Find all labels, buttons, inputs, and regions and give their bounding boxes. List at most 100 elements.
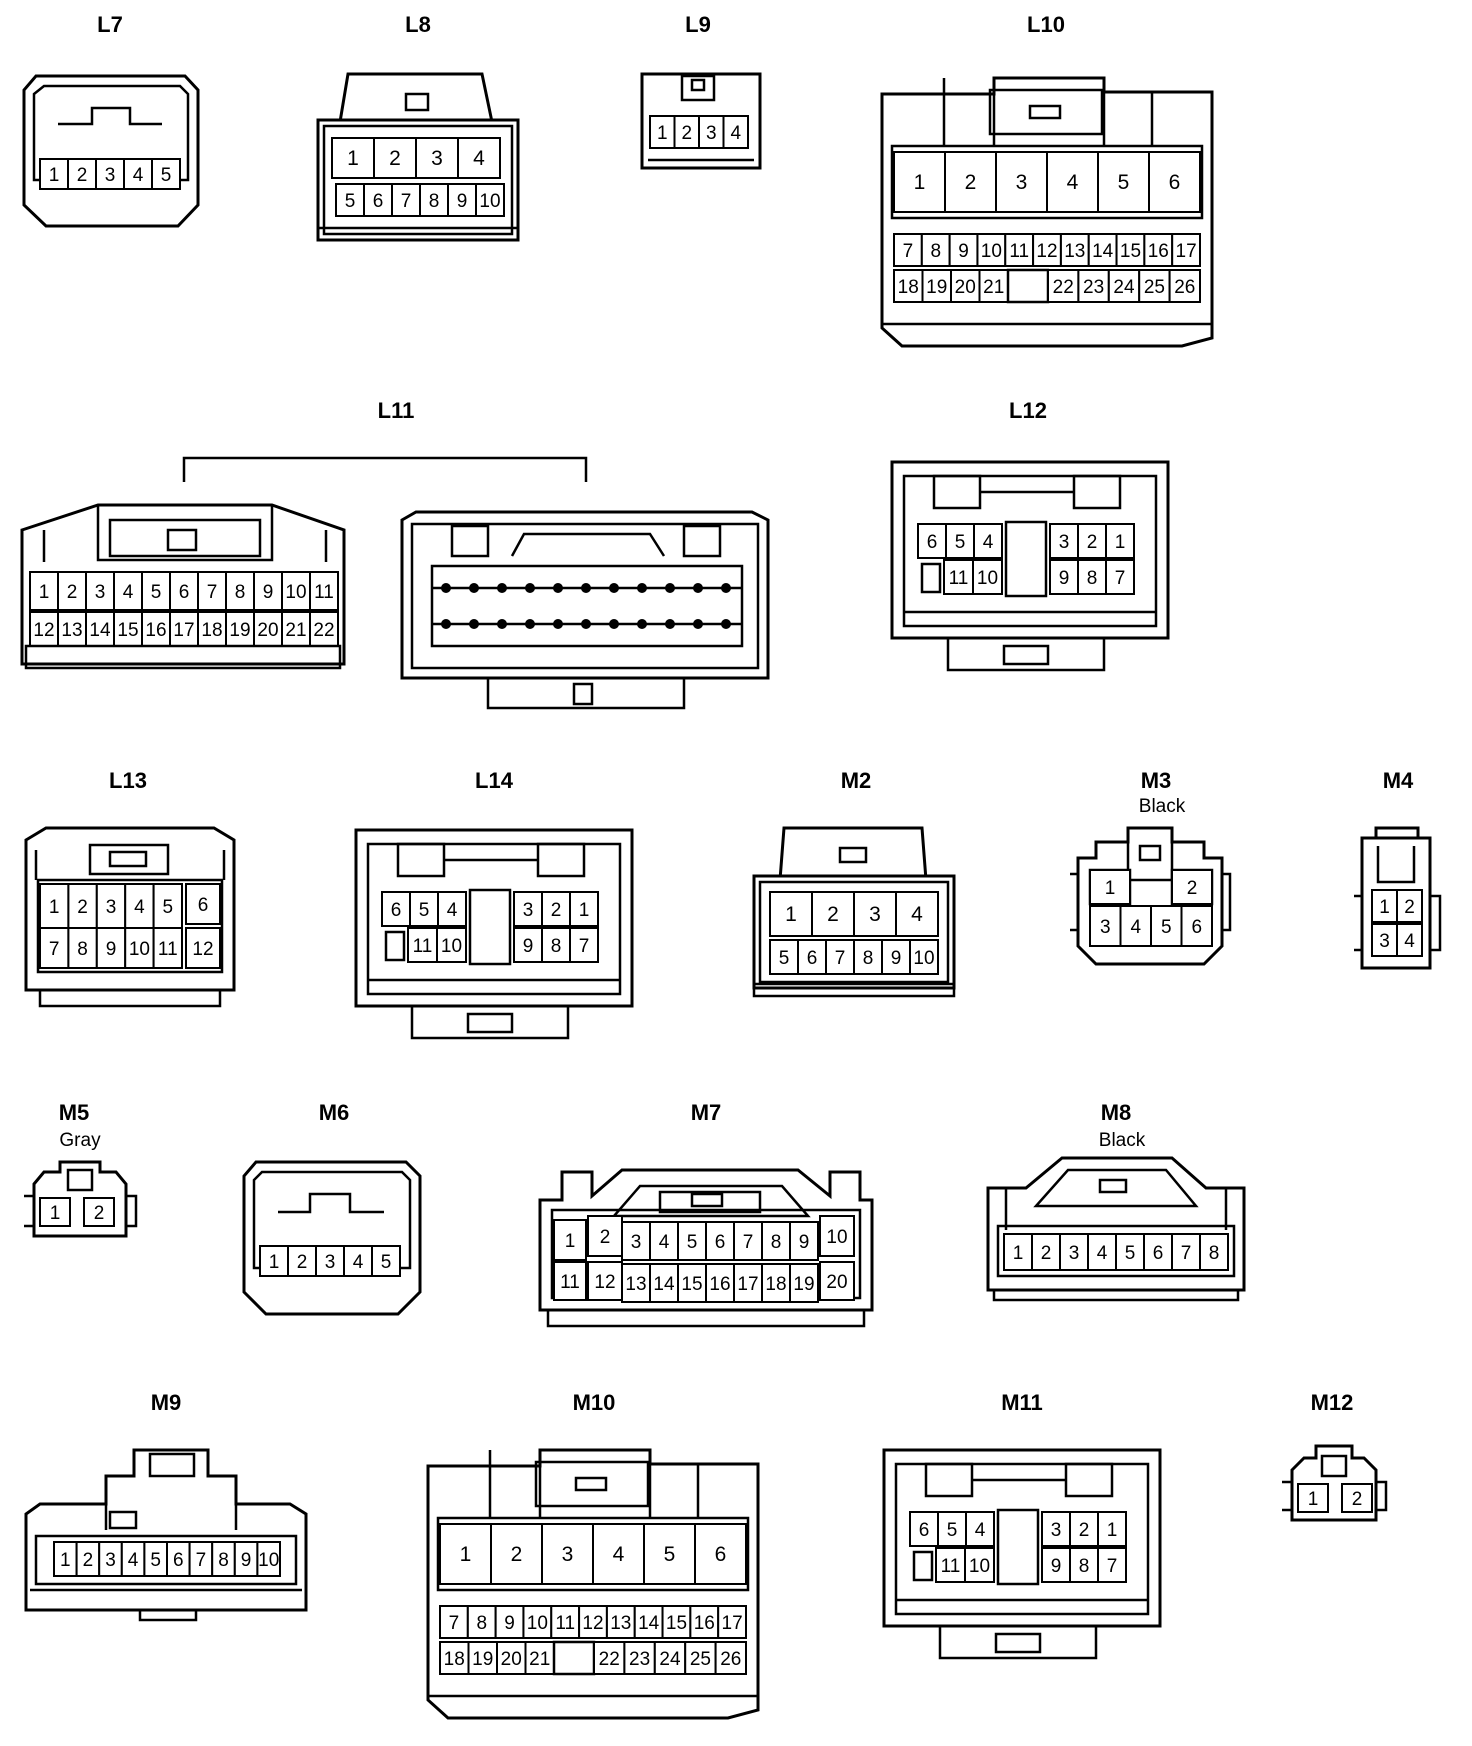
pin-number: 17 xyxy=(722,1613,743,1634)
pin-number: 11 xyxy=(1009,241,1029,262)
housing-outline xyxy=(912,1550,934,1582)
housing-outline xyxy=(32,84,190,182)
pin-number: 2 xyxy=(1079,1520,1090,1541)
housing-outline xyxy=(1376,846,1416,884)
pin-number: 3 xyxy=(1059,532,1070,553)
pin-cavity xyxy=(722,115,749,149)
pin-cavity xyxy=(1097,151,1150,213)
pin-cavity xyxy=(705,1221,735,1261)
pin-number: 1 xyxy=(49,897,60,918)
connector-l11-terminal-side xyxy=(400,510,770,710)
pin-number: 4 xyxy=(983,532,994,553)
housing-outline xyxy=(24,644,342,670)
pin-number: 2 xyxy=(77,165,88,186)
connector-label: M8 xyxy=(1101,1100,1132,1125)
housing-outline xyxy=(38,990,222,1008)
housing-outline xyxy=(58,106,162,126)
pin-cavity xyxy=(893,233,923,267)
housing-outline xyxy=(1098,1178,1128,1194)
housing-outline xyxy=(894,1462,1150,1616)
pin-number: 22 xyxy=(1053,277,1074,298)
pin-number: 7 xyxy=(743,1232,754,1253)
housing-outline xyxy=(1138,844,1162,862)
pin-number: 11 xyxy=(560,1272,580,1293)
housing-outline xyxy=(838,846,868,864)
housing-outline xyxy=(1070,872,1232,932)
pin-cavity xyxy=(553,1219,587,1261)
pin-cavity xyxy=(553,1261,587,1301)
housing-outline xyxy=(752,982,956,998)
pin-number: 4 xyxy=(128,1550,139,1571)
pin-cavity xyxy=(124,883,155,929)
pin-number: 10 xyxy=(129,939,150,960)
pin-number: 3 xyxy=(1379,931,1390,952)
pin-number: 6 xyxy=(179,582,190,603)
pin-cavity xyxy=(309,611,339,647)
housing-outline xyxy=(24,1448,308,1612)
connector-label: L14 xyxy=(475,768,514,793)
pin-number: 4 xyxy=(133,165,144,186)
pin-number: 6 xyxy=(1153,1243,1164,1264)
pin-cavity xyxy=(811,891,855,937)
pin-number: 18 xyxy=(444,1649,465,1670)
pin-number: 2 xyxy=(965,171,977,194)
pin-cavity xyxy=(789,1221,819,1261)
pin-cavity xyxy=(1041,1511,1071,1547)
pin-cavity xyxy=(309,571,339,611)
housing-outline xyxy=(410,1006,570,1040)
pin-number: 9 xyxy=(958,241,969,262)
pin-number: 9 xyxy=(263,582,274,603)
pin-cavity xyxy=(1297,1483,1329,1513)
pin-cavity xyxy=(1059,233,1090,267)
pin-cavity xyxy=(1031,1233,1061,1271)
pin-number: 4 xyxy=(975,1520,986,1541)
pin-number: 6 xyxy=(715,1232,726,1253)
housing-outline xyxy=(338,72,494,124)
pin-cavity xyxy=(649,115,676,149)
pin-cavity xyxy=(705,1263,735,1303)
pin-cavity xyxy=(964,1547,995,1583)
pin-number: 21 xyxy=(285,620,306,641)
pin-number: 2 xyxy=(77,897,88,918)
connector-color-label: Gray xyxy=(59,1130,101,1151)
pin-number: 3 xyxy=(523,900,534,921)
housing-outline xyxy=(1126,842,1174,882)
housing-outline xyxy=(22,74,200,228)
pin-number: 8 xyxy=(77,939,88,960)
housing-outline xyxy=(1002,644,1050,666)
pin-number: 2 xyxy=(511,1543,523,1566)
pin-number: 2 xyxy=(67,582,78,603)
pin-number: 15 xyxy=(117,620,138,641)
pin-number: 24 xyxy=(659,1649,681,1670)
housing-outline xyxy=(108,1510,138,1530)
housing-outline xyxy=(510,532,666,557)
housing-outline xyxy=(366,842,622,996)
pin-number: 9 xyxy=(504,1613,515,1634)
pin-number: 3 xyxy=(95,582,106,603)
pin-cavity xyxy=(373,137,417,179)
housing-outline xyxy=(682,524,722,558)
housing-outline xyxy=(996,1224,1236,1278)
pin-cavity xyxy=(457,137,501,179)
pin-number: 6 xyxy=(1169,171,1181,194)
pin-cavity xyxy=(673,115,700,149)
pin-number: 15 xyxy=(681,1274,702,1295)
pin-number: 2 xyxy=(94,1203,105,1224)
housing-outline xyxy=(994,1632,1042,1654)
pin-number: 10 xyxy=(969,1556,990,1577)
pin-cavity xyxy=(1171,869,1213,905)
connector-label: L12 xyxy=(1009,398,1047,423)
pin-cavity xyxy=(649,1263,679,1303)
pin-number: 26 xyxy=(1174,277,1195,298)
pin-number: 25 xyxy=(690,1649,711,1670)
pin-number: 16 xyxy=(1148,241,1169,262)
pin-cavity xyxy=(496,1641,527,1675)
housing-outline xyxy=(34,850,226,880)
pin-cavity xyxy=(1138,269,1171,303)
connector-label: M2 xyxy=(841,768,872,793)
pin-number: 7 xyxy=(579,936,590,957)
pin-cavity xyxy=(935,1547,966,1583)
